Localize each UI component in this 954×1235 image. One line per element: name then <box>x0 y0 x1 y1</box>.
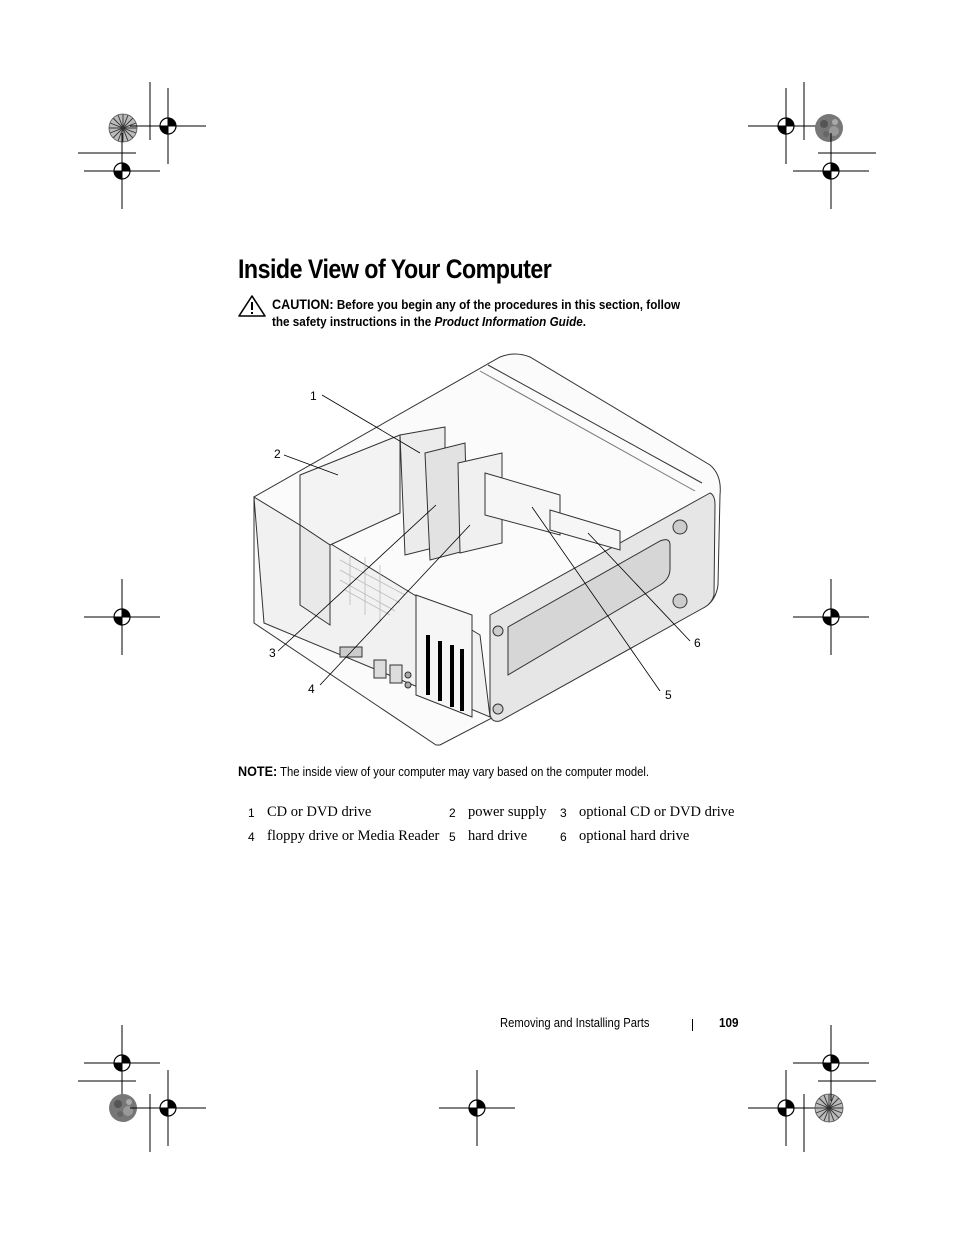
caution-end: . <box>582 314 587 329</box>
note-message: NOTE: The inside view of your computer m… <box>238 763 706 779</box>
footer-divider <box>692 1019 693 1031</box>
computer-drawing <box>253 353 721 746</box>
callout-label: 5 <box>665 688 672 702</box>
page-title: Inside View of Your Computer <box>238 254 552 284</box>
legend-label: power supply <box>468 804 547 820</box>
caution-body: Before you begin any of the procedures i… <box>272 297 681 329</box>
callout-label: 2 <box>274 447 281 461</box>
note-body: The inside view of your computer may var… <box>277 765 650 779</box>
caution-message: CAUTION: Before you begin any of the pro… <box>272 296 695 330</box>
caution-label: CAUTION: <box>272 296 334 312</box>
computer-inside-view-figure: 1 2 3 4 5 6 <box>240 345 730 755</box>
legend-label: optional hard drive <box>579 828 690 844</box>
legend-number: 4 <box>248 830 255 844</box>
caution-triangle-icon <box>238 295 266 317</box>
note-label: NOTE: <box>238 763 278 779</box>
callout-label: 6 <box>694 636 701 650</box>
legend-label: hard drive <box>468 828 528 844</box>
callout-label: 4 <box>308 682 315 696</box>
legend-label: CD or DVD drive <box>267 804 372 820</box>
legend-number: 6 <box>560 830 567 844</box>
legend-number: 2 <box>449 806 456 820</box>
legend-number: 3 <box>560 806 567 820</box>
guide-title: Product Information Guide <box>434 314 583 329</box>
legend-label: optional CD or DVD drive <box>579 804 735 820</box>
legend-number: 1 <box>248 806 255 820</box>
callout-label: 3 <box>269 646 276 660</box>
legend-label: floppy drive or Media Reader <box>267 828 440 844</box>
callout-label: 1 <box>310 389 317 403</box>
footer-section-title: Removing and Installing Parts <box>500 1016 650 1030</box>
legend-number: 5 <box>449 830 456 844</box>
page-number: 109 <box>719 1015 739 1030</box>
